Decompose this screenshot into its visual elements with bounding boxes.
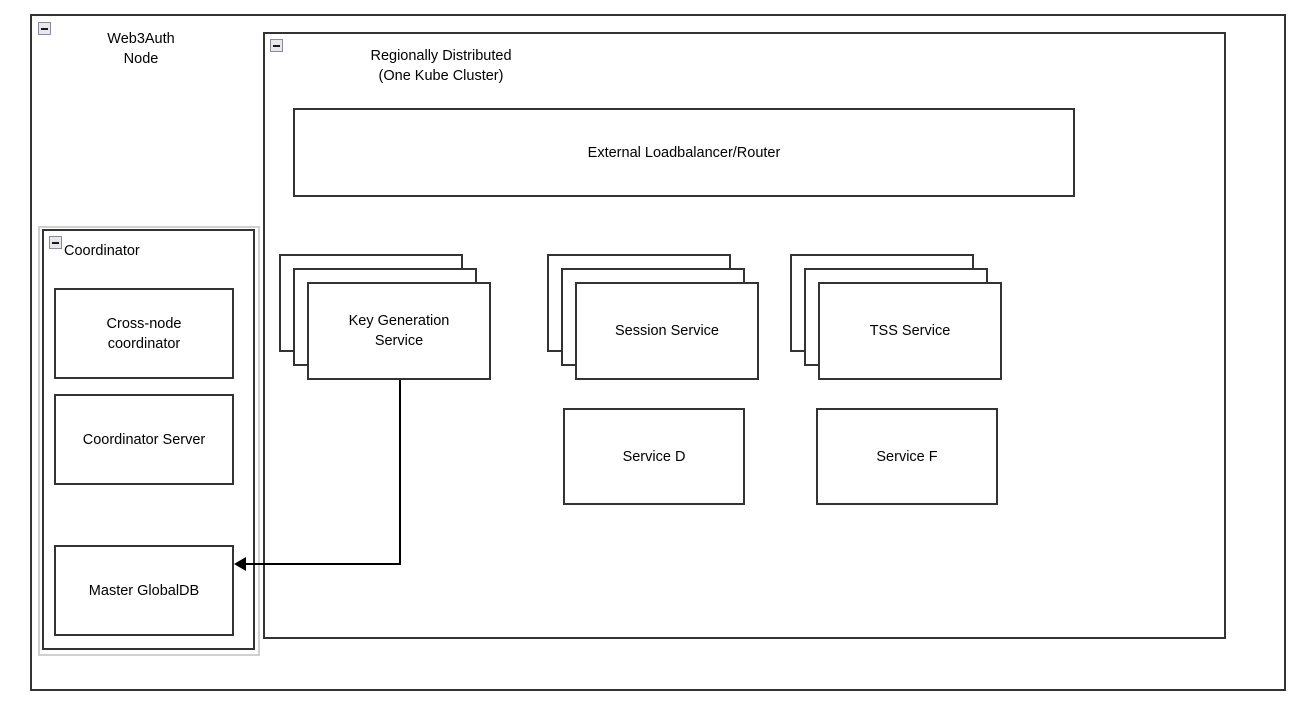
node-tss-service[interactable]: TSS Service bbox=[818, 282, 1002, 380]
node-label-service-d: Service D bbox=[622, 448, 686, 465]
node-label-external-loadbalancer: External Loadbalancer/Router bbox=[587, 144, 781, 161]
collapse-minus-icon-web3auth-node[interactable] bbox=[38, 22, 51, 35]
node-label-cross-node-coordinator: Cross-node coordinator bbox=[106, 315, 182, 352]
node-cross-node-coordinator[interactable]: Cross-node coordinator bbox=[54, 288, 234, 379]
node-label-coordinator-server: Coordinator Server bbox=[82, 431, 206, 448]
node-coordinator-server[interactable]: Coordinator Server bbox=[54, 394, 234, 485]
node-session-service[interactable]: Session Service bbox=[575, 282, 759, 380]
collapse-minus-icon-coordinator[interactable] bbox=[49, 236, 62, 249]
node-master-globaldb[interactable]: Master GlobalDB bbox=[54, 545, 234, 636]
node-label-master-globaldb: Master GlobalDB bbox=[88, 582, 200, 599]
node-service-f[interactable]: Service F bbox=[816, 408, 998, 505]
node-key-generation-service[interactable]: Key Generation Service bbox=[307, 282, 491, 380]
node-label-session-service: Session Service bbox=[615, 323, 719, 339]
node-tss-service-stack[interactable]: TSS Service bbox=[790, 254, 1002, 380]
node-external-loadbalancer[interactable]: External Loadbalancer/Router bbox=[293, 108, 1075, 197]
node-service-d[interactable]: Service D bbox=[563, 408, 745, 505]
node-label-service-f: Service F bbox=[876, 448, 938, 465]
connector-keygen-to-globaldb-horizontal bbox=[245, 563, 401, 565]
node-key-generation-service-stack[interactable]: Key Generation Service bbox=[279, 254, 491, 380]
connector-arrowhead-globaldb bbox=[234, 557, 246, 571]
node-session-service-stack[interactable]: Session Service bbox=[547, 254, 759, 380]
connector-keygen-to-globaldb-vertical bbox=[399, 380, 401, 564]
node-label-tss-service: TSS Service bbox=[869, 323, 951, 339]
node-label-key-generation-service: Key Generation Service bbox=[348, 313, 450, 349]
collapse-minus-icon-regionally-distributed[interactable] bbox=[270, 39, 283, 52]
